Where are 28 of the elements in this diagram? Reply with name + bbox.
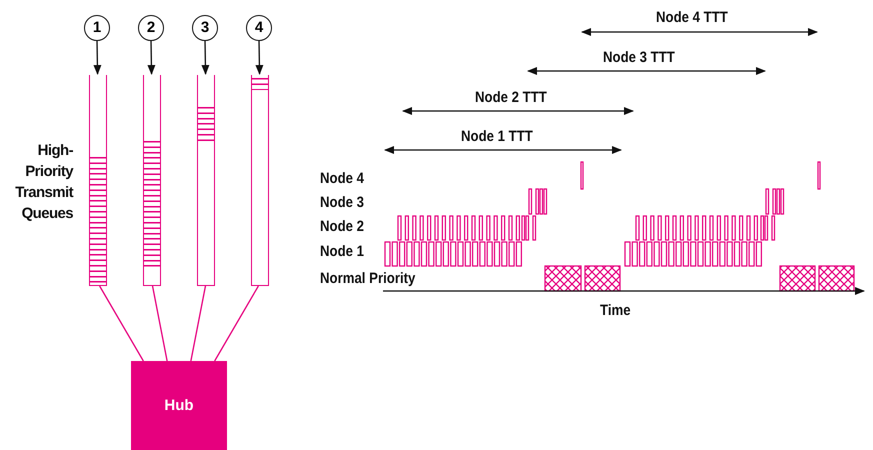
connector-line [190, 286, 206, 362]
row-label: Node 3 [320, 194, 364, 211]
ttt-label: Node 1 TTT [461, 128, 533, 145]
connector-line [214, 286, 259, 362]
transmit-queue [89, 75, 107, 286]
arrow [147, 40, 156, 75]
ttt-label: Node 3 TTT [603, 49, 675, 66]
arrow [255, 40, 264, 75]
row-label: Normal Priority [320, 270, 416, 287]
transmit-queue [251, 75, 269, 286]
hub-box: Hub [131, 361, 227, 450]
number-circle: 2 [138, 15, 164, 41]
row-label: Node 2 [320, 218, 364, 235]
ttt-label: Node 4 TTT [656, 9, 728, 26]
connector-line [99, 286, 144, 362]
row-label: Node 1 [320, 243, 364, 260]
arrow [201, 40, 210, 75]
connector-line [152, 286, 168, 362]
number-circle: 4 [246, 15, 272, 41]
number-circle: 1 [84, 15, 110, 41]
transmit-queue [143, 75, 161, 286]
number-circle: 3 [192, 15, 218, 41]
ttt-label: Node 2 TTT [475, 89, 547, 106]
axis-label: High-Priority Transmit Queues [14, 141, 73, 224]
axis-label: Time [600, 302, 631, 319]
transmit-queue [197, 75, 215, 286]
arrow [93, 40, 102, 75]
row-label: Node 4 [320, 170, 364, 187]
